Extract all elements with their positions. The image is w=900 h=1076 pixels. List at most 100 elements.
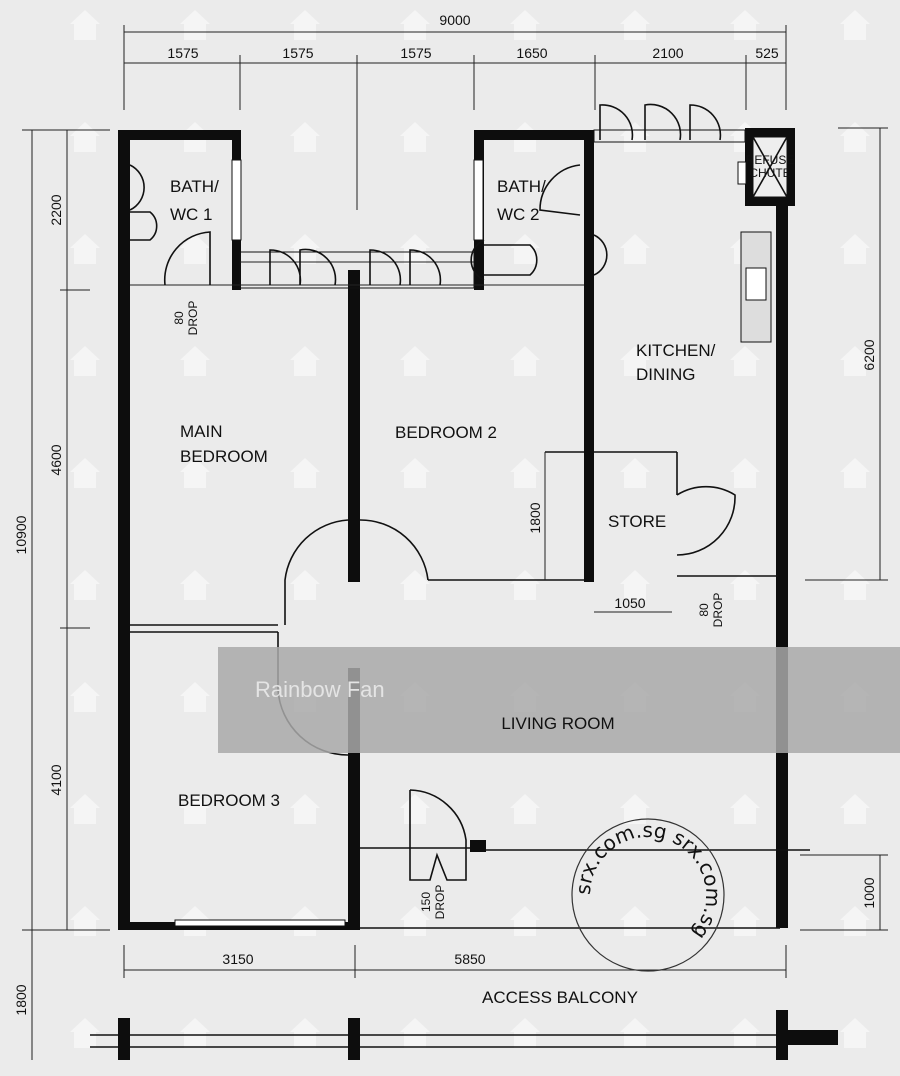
watermark-house-icon [510,570,540,600]
watermark-house-icon [70,458,100,488]
watermark-house-icon [620,234,650,264]
watermark-house-icon [70,122,100,152]
watermark-house-icon [290,1018,320,1048]
drop-2-value: 80 [697,603,711,617]
watermark-house-icon [70,1018,100,1048]
watermark-house-icon [290,794,320,824]
left-dimensions: 10900 2200 4600 4100 1800 [13,129,110,1060]
watermark-house-icon [840,458,870,488]
watermark-house-icon [180,234,210,264]
watermark-house-icon [290,458,320,488]
watermark-house-icon [510,458,540,488]
watermark-house-icon [290,346,320,376]
drop-3-value: 150 [419,892,433,912]
room-label-bedroom3: BEDROOM 3 [178,791,280,810]
watermark-house-icon [840,346,870,376]
watermark-house-icon [70,346,100,376]
dim-top-6: 525 [755,45,779,61]
watermark-house-icon [730,1018,760,1048]
watermark-house-icon [180,346,210,376]
dim-left-4: 1800 [13,984,29,1015]
room-label-kitchen-line2: DINING [636,365,696,384]
watermark-house-icon [70,906,100,936]
watermark-house-icon [510,10,540,40]
doors [129,103,736,881]
watermark-house-icon [730,570,760,600]
watermark-house-icon [620,906,650,936]
dim-right-2: 1000 [861,877,877,908]
room-label-kitchen-line1: KITCHEN/ [636,341,716,360]
drop-3-label: DROP [433,885,447,920]
watermark-house-icon [70,794,100,824]
watermark-house-icon [70,234,100,264]
dim-left-2: 4600 [48,444,64,475]
room-label-access-balcony: ACCESS BALCONY [482,988,638,1007]
access-balcony-structure [90,945,838,1060]
dim-top-3: 1575 [400,45,431,61]
banner-name: Rainbow Fan [255,677,385,702]
watermark-house-icon [510,906,540,936]
room-label-bedroom2: BEDROOM 2 [395,423,497,442]
watermark-house-icon [180,458,210,488]
watermark-house-icon [730,346,760,376]
dim-left-1: 2200 [48,194,64,225]
dim-bottom-2: 5850 [454,951,485,967]
room-label-bath1-line2: WC 1 [170,205,213,224]
watermark-house-icon [400,794,430,824]
watermark-house-icon [400,458,430,488]
stamp-text: srx.com.sg srx.com.sg [571,818,725,944]
room-label-main-bedroom-line2: BEDROOM [180,447,268,466]
watermark-house-icon [510,794,540,824]
watermark-house-icon [840,234,870,264]
dim-store-height: 1800 [527,502,543,533]
watermark-house-icon [400,234,430,264]
watermark-house-icon [290,10,320,40]
watermark-house-icon [840,122,870,152]
room-label-bath2-line1: BATH/ [497,177,546,196]
watermark-house-icon [70,570,100,600]
watermark-house-icon [840,794,870,824]
drop-1-label: DROP [186,301,200,336]
srx-stamp: srx.com.sg srx.com.sg [571,818,725,972]
watermark-house-icon [840,10,870,40]
watermark-house-icon [840,906,870,936]
watermark-house-icon [840,570,870,600]
room-label-bath2-line2: WC 2 [497,205,540,224]
srx-watermark [70,10,870,1048]
room-label-bath1-line1: BATH/ [170,177,219,196]
watermark-house-icon [290,122,320,152]
watermark-house-icon [620,1018,650,1048]
watermark-house-icon [730,10,760,40]
room-label-store: STORE [608,512,666,531]
watermark-house-icon [730,794,760,824]
watermark-house-icon [510,1018,540,1048]
watermark-house-icon [730,906,760,936]
watermark-house-icon [400,1018,430,1048]
dim-left-3: 4100 [48,764,64,795]
room-label-main-bedroom-line1: MAIN [180,422,223,441]
watermark-house-icon [730,458,760,488]
watermark-house-icon [290,570,320,600]
dim-top-1: 1575 [167,45,198,61]
watermark-house-icon [510,346,540,376]
watermark-house-icon [400,346,430,376]
room-label-refuse-line1: REFUSE [746,153,795,167]
watermark-house-icon [620,10,650,40]
right-dimensions: 6200 1000 [800,127,888,931]
watermark-house-icon [510,234,540,264]
room-labels: Rainbow Fan LIVING ROOM 3150 5850 ACCESS… [170,153,794,1007]
dim-left-overall: 10900 [13,515,29,554]
watermark-house-icon [400,570,430,600]
drop-2-label: DROP [711,593,725,628]
room-label-living: LIVING ROOM [501,714,614,733]
watermark-house-icon [180,10,210,40]
watermark-house-icon [180,570,210,600]
watermark-house-icon [180,682,210,712]
dim-top-4: 1650 [516,45,547,61]
dim-right-1: 6200 [861,339,877,370]
watermark-house-icon [180,1018,210,1048]
watermark-house-icon [400,122,430,152]
dim-bottom-1: 3150 [222,951,253,967]
top-dimensions: 9000 1575 1575 1575 1650 2100 525 [123,12,787,210]
